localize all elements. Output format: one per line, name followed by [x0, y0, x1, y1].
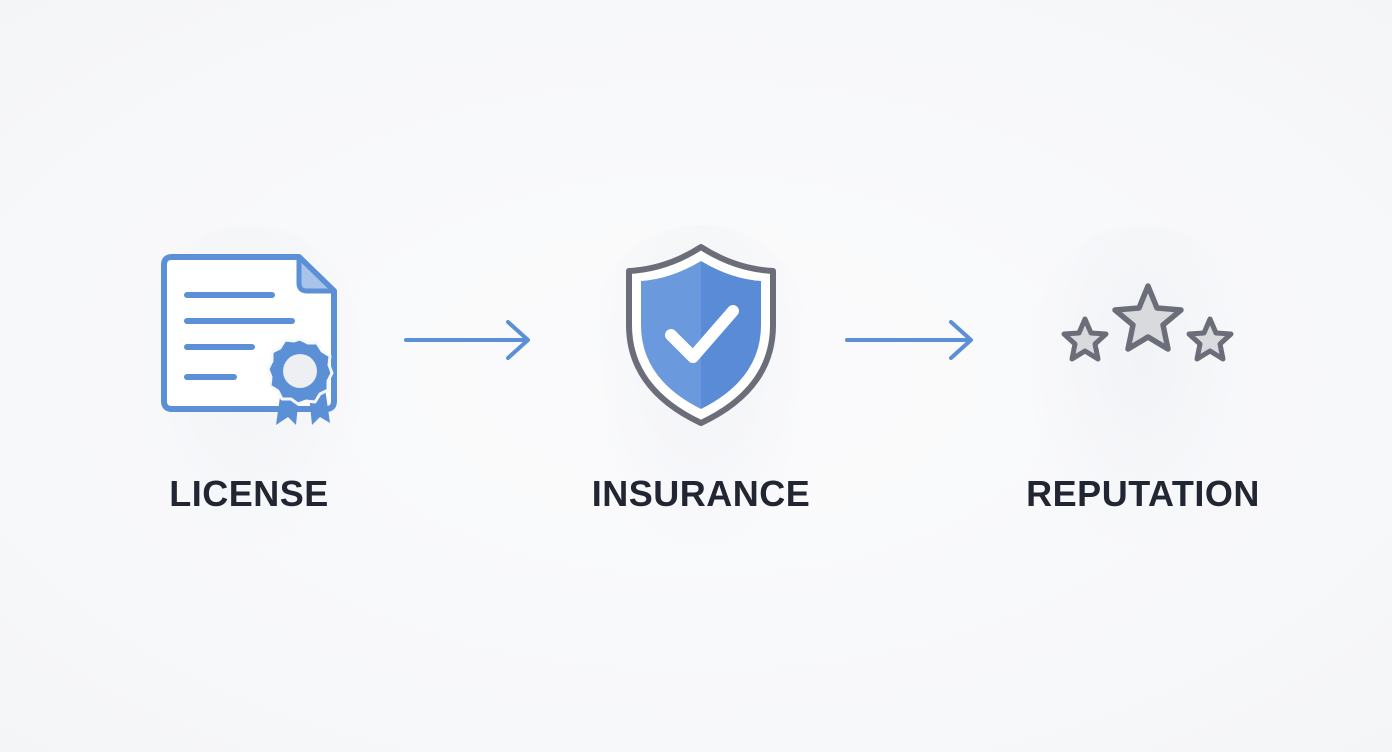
star-left-icon	[1061, 316, 1109, 362]
step-halo	[1033, 225, 1253, 545]
arrow-right-icon	[845, 320, 973, 360]
step-insurance: INSURANCE	[551, 215, 851, 555]
three-stars-icon	[1061, 283, 1234, 362]
step-label: INSURANCE	[591, 473, 811, 514]
shield-check-icon	[626, 244, 776, 426]
step-label: REPUTATION	[1026, 473, 1260, 514]
step-license: LICENSE	[99, 215, 399, 555]
star-center-icon	[1112, 283, 1184, 352]
step-reputation: REPUTATION	[993, 215, 1293, 555]
arrow-right-icon	[404, 320, 530, 360]
certificate-document-icon	[161, 254, 337, 425]
star-right-icon	[1186, 316, 1234, 362]
step-label: LICENSE	[169, 473, 329, 514]
